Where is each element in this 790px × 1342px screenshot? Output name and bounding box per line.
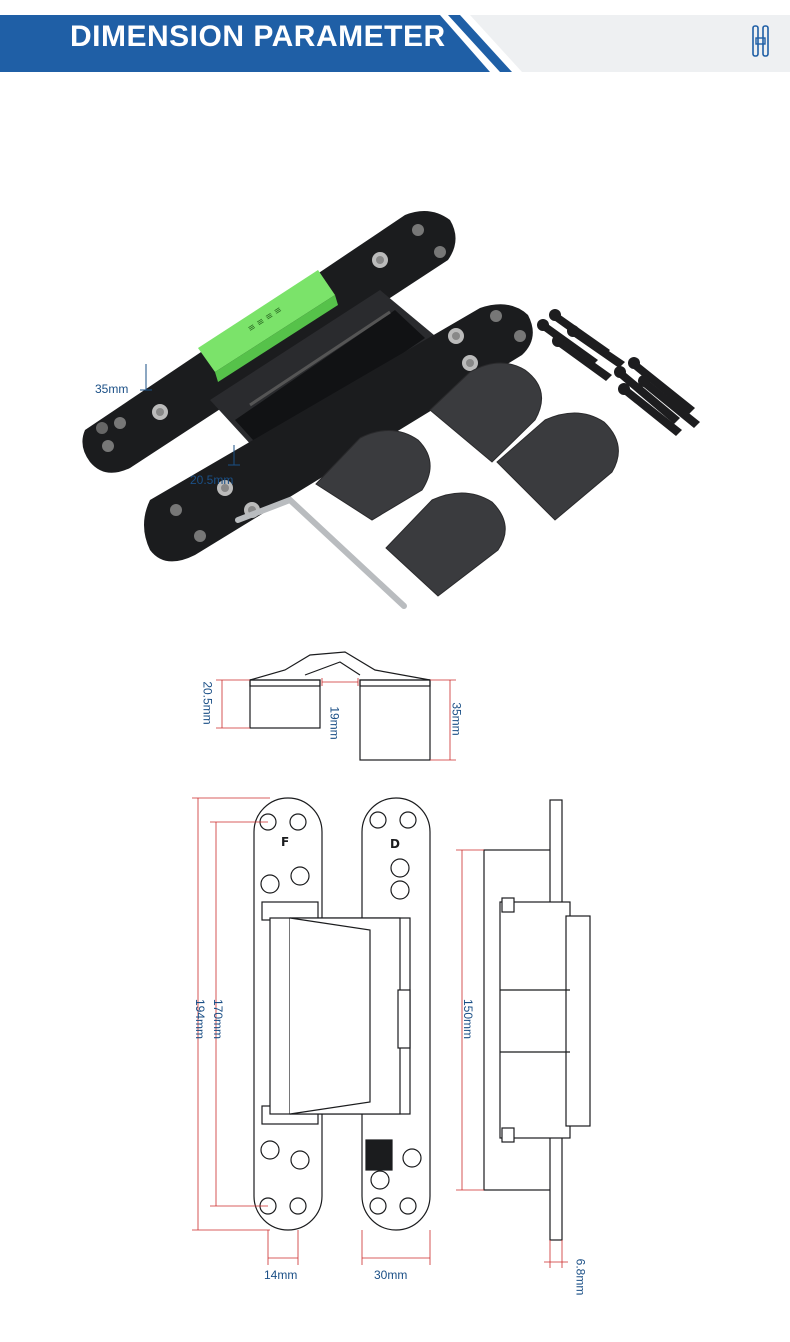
- photo-depth-label: 35mm: [95, 382, 129, 396]
- hinge-dimension-drawing: F D: [192, 651, 591, 1268]
- product-photo: ≡ ≡ ≡ ≡: [0, 100, 790, 640]
- mortise-length-label: 150mm: [461, 998, 476, 1040]
- photo-thickness-label: 20.5mm: [190, 473, 234, 487]
- hinge-body: [210, 290, 440, 460]
- front-view-dimensions: [192, 797, 431, 1265]
- marker-f: F: [281, 835, 289, 849]
- cover-caps: [315, 362, 619, 597]
- body-width-label: 14mm: [264, 1268, 298, 1282]
- side-view: [483, 799, 591, 1241]
- hole-spacing-label: 170mm: [211, 998, 226, 1040]
- hinge-product-illustration: ≡ ≡ ≡ ≡: [82, 211, 700, 609]
- front-view-body: [269, 917, 411, 1115]
- top-view-dimensions: [216, 678, 456, 761]
- header-banner: DIMENSION PARAMETER: [0, 0, 790, 72]
- top-gap-label: 19mm: [327, 706, 342, 740]
- screws: [537, 309, 700, 436]
- marker-d: D: [390, 837, 400, 851]
- side-view-dimensions: [456, 849, 568, 1268]
- plate-thickness-label: 6.8mm: [573, 1258, 588, 1296]
- leaf-width-label: 30mm: [374, 1268, 408, 1282]
- banner-shape: [0, 15, 790, 72]
- hinge-logo-icon: [752, 25, 769, 57]
- top-right-height-label: 35mm: [449, 702, 464, 736]
- total-length-label: 194mm: [193, 998, 208, 1040]
- top-left-height-label: 20.5mm: [200, 681, 215, 725]
- top-view: [249, 651, 431, 761]
- technical-drawing: F D 20.5mm 19mm 35mm 194mm 170mm 14mm: [0, 640, 790, 1337]
- page-title: DIMENSION PARAMETER: [70, 20, 446, 53]
- hex-key: [235, 496, 407, 609]
